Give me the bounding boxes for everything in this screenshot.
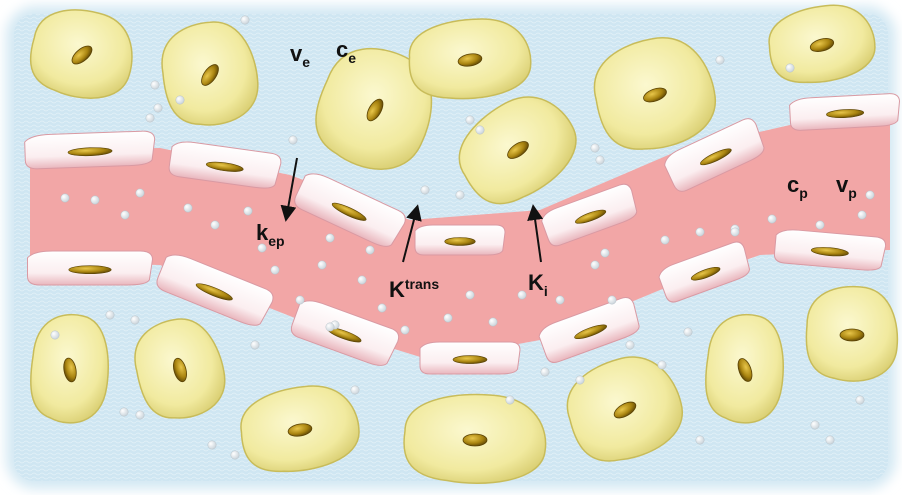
tracer-particle-icon xyxy=(326,234,334,242)
tracer-particle-icon xyxy=(91,196,99,204)
endothelial-nucleus-icon xyxy=(445,238,476,246)
nucleus-icon xyxy=(840,329,864,341)
tracer-particle-icon xyxy=(466,116,474,124)
tracer-particle-icon xyxy=(576,376,584,384)
tracer-particle-icon xyxy=(866,191,874,199)
tracer-particle-icon xyxy=(358,276,366,284)
tracer-particle-icon xyxy=(696,436,704,444)
tracer-particle-icon xyxy=(251,341,259,349)
endothelial-cell-icon xyxy=(415,225,505,255)
tracer-particle-icon xyxy=(816,221,824,229)
tracer-particle-icon xyxy=(696,228,704,236)
nucleus-icon xyxy=(463,434,487,446)
tracer-particle-icon xyxy=(601,249,609,257)
tracer-particle-icon xyxy=(121,211,129,219)
tracer-particle-icon xyxy=(556,296,564,304)
tracer-particle-icon xyxy=(258,244,266,252)
endothelial-nucleus-icon xyxy=(69,266,112,274)
tracer-particle-icon xyxy=(826,436,834,444)
tracer-particle-icon xyxy=(231,451,239,459)
tracer-particle-icon xyxy=(731,228,739,236)
tracer-particle-icon xyxy=(176,96,184,104)
tissue-cell-icon xyxy=(404,395,546,484)
tracer-particle-icon xyxy=(120,408,128,416)
tracer-particle-icon xyxy=(608,296,616,304)
tracer-particle-icon xyxy=(541,368,549,376)
tracer-particle-icon xyxy=(661,236,669,244)
endothelial-cell-icon xyxy=(28,251,153,285)
endothelial-cell-icon xyxy=(420,342,520,374)
tracer-particle-icon xyxy=(184,204,192,212)
tracer-particle-icon xyxy=(466,291,474,299)
tracer-particle-icon xyxy=(378,304,386,312)
tracer-particle-icon xyxy=(351,386,359,394)
tracer-particle-icon xyxy=(271,266,279,274)
endothelial-cell-icon xyxy=(24,131,155,170)
tracer-particle-icon xyxy=(444,314,452,322)
tracer-particle-icon xyxy=(136,411,144,419)
tracer-particle-icon xyxy=(318,261,326,269)
tracer-particle-icon xyxy=(241,16,249,24)
tracer-particle-icon xyxy=(136,189,144,197)
tracer-particle-icon xyxy=(506,396,514,404)
tracer-particle-icon xyxy=(401,326,409,334)
tracer-particle-icon xyxy=(208,441,216,449)
tracer-particle-icon xyxy=(786,64,794,72)
tracer-particle-icon xyxy=(61,194,69,202)
tracer-particle-icon xyxy=(211,221,219,229)
tracer-particle-icon xyxy=(51,331,59,339)
tracer-particle-icon xyxy=(518,291,526,299)
tracer-particle-icon xyxy=(476,126,484,134)
tracer-particle-icon xyxy=(326,323,334,331)
endothelial-cell-icon xyxy=(789,93,901,131)
endothelial-nucleus-icon xyxy=(453,356,487,364)
tracer-particle-icon xyxy=(811,421,819,429)
tracer-particle-icon xyxy=(289,136,297,144)
tracer-particle-icon xyxy=(366,246,374,254)
tracer-particle-icon xyxy=(856,396,864,404)
tracer-particle-icon xyxy=(154,104,162,112)
tracer-particle-icon xyxy=(596,156,604,164)
tracer-particle-icon xyxy=(858,211,866,219)
tracer-particle-icon xyxy=(296,296,304,304)
tracer-particle-icon xyxy=(768,215,776,223)
tracer-particle-icon xyxy=(684,328,692,336)
tracer-particle-icon xyxy=(626,341,634,349)
tracer-particle-icon xyxy=(131,316,139,324)
tracer-particle-icon xyxy=(716,56,724,64)
tracer-particle-icon xyxy=(456,191,464,199)
tracer-particle-icon xyxy=(658,361,666,369)
tracer-particle-icon xyxy=(421,186,429,194)
tracer-particle-icon xyxy=(489,318,497,326)
tracer-particle-icon xyxy=(591,261,599,269)
tracer-particle-icon xyxy=(591,144,599,152)
tracer-particle-icon xyxy=(244,207,252,215)
tracer-particle-icon xyxy=(106,311,114,319)
tissue-cell-icon xyxy=(806,287,897,382)
tracer-particle-icon xyxy=(151,81,159,89)
tracer-particle-icon xyxy=(146,114,154,122)
